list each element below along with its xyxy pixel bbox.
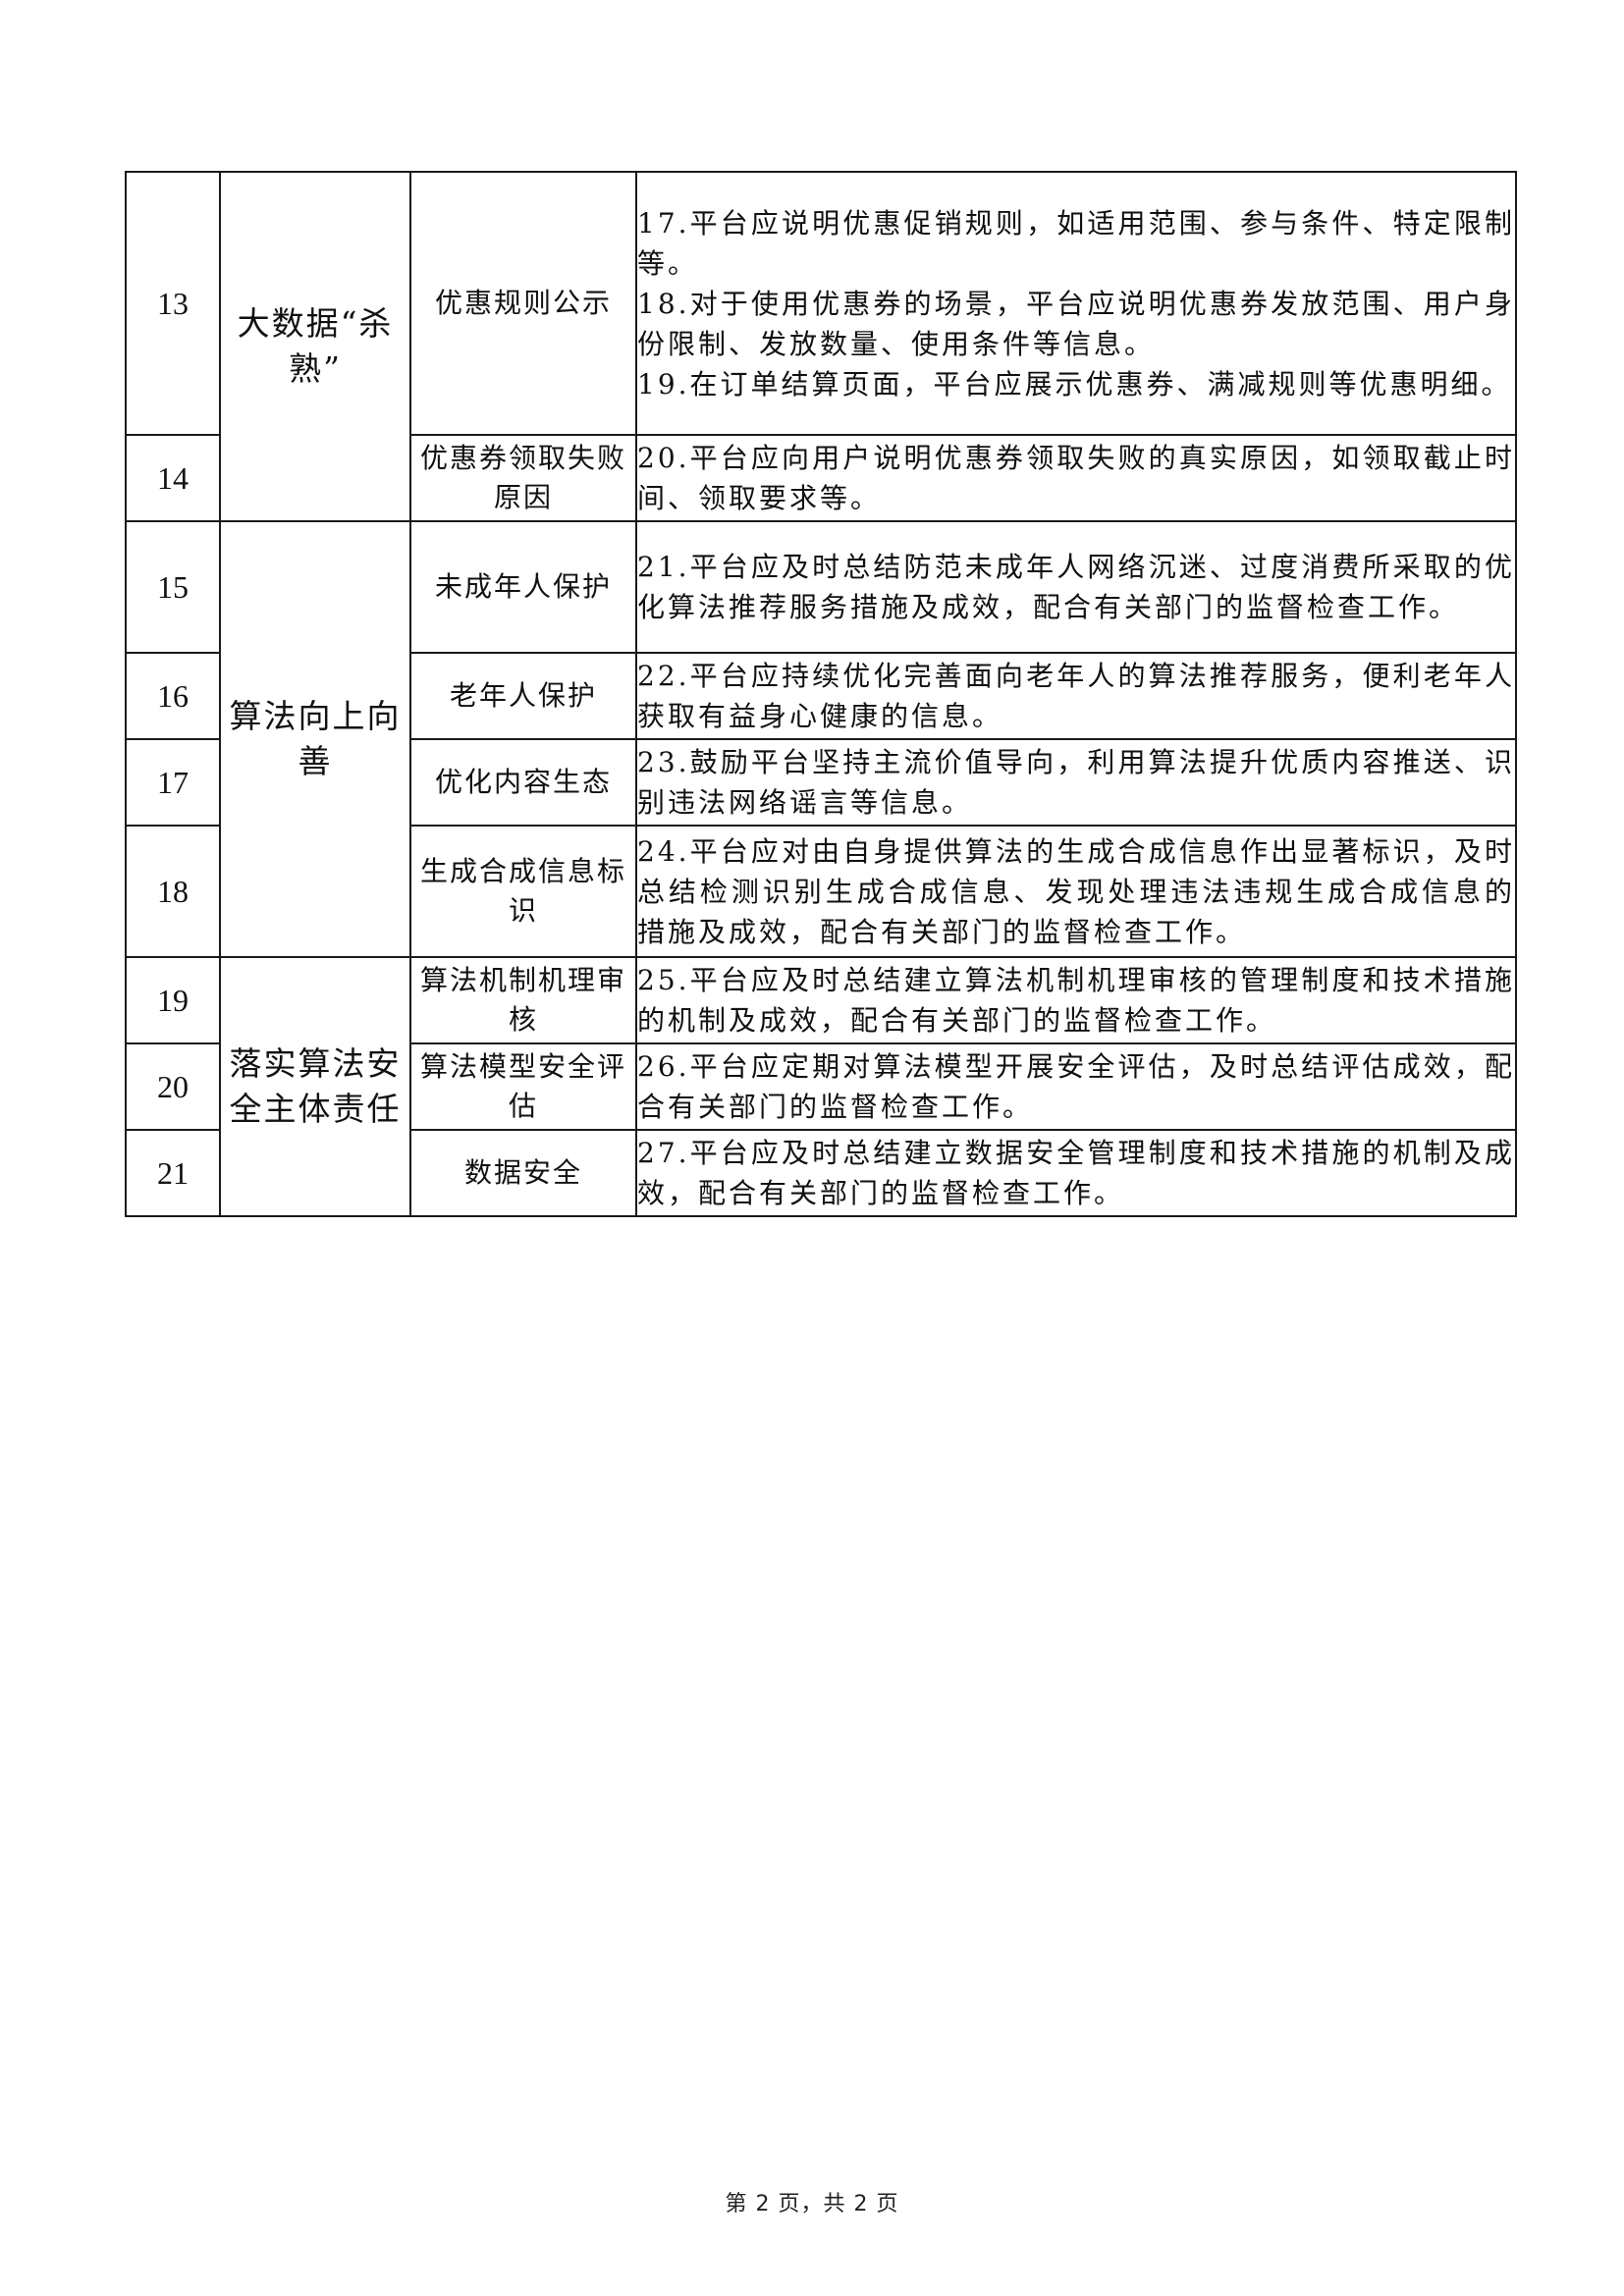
row-number: 15: [125, 520, 221, 654]
page-footer: 第 2 页，共 2 页: [725, 2192, 899, 2216]
requirement-cell: 20.平台应向用户说明优惠券领取失败的真实原因，如领取截止时间、领取要求等。: [635, 434, 1517, 522]
requirement-cell: 26.平台应定期对算法模型开展安全评估，及时总结评估成效，配合有关部门的监督检查…: [635, 1042, 1517, 1131]
requirement-text: 22.平台应持续优化完善面向老年人的算法推荐服务，便利老年人获取有益身心健康的信…: [637, 660, 1515, 732]
requirement-cell: 24.平台应对由自身提供算法的生成合成信息作出显著标识，及时总结检测识别生成合成…: [635, 825, 1517, 958]
item-cell: 优化内容生态: [409, 738, 637, 827]
item-cell: 未成年人保护: [409, 520, 637, 654]
requirement-text: 27.平台应及时总结建立数据安全管理制度和技术措施的机制及成效，配合有关部门的监…: [637, 1137, 1515, 1209]
row-number: 21: [125, 1129, 221, 1217]
item-cell: 算法机制机理审核: [409, 956, 637, 1044]
row-number: 14: [125, 434, 221, 522]
requirement-text: 17.平台应说明优惠促销规则，如适用范围、参与条件、特定限制等。: [637, 206, 1515, 280]
requirement-cell: 27.平台应及时总结建立数据安全管理制度和技术措施的机制及成效，配合有关部门的监…: [635, 1129, 1517, 1217]
row-number: 20: [125, 1042, 221, 1131]
requirements-table: 13 大数据“杀熟” 优惠规则公示 17.平台应说明优惠促销规则，如适用范围、参…: [125, 171, 1517, 1217]
row-number: 16: [125, 652, 221, 740]
requirement-text: 23.鼓励平台坚持主流价值导向，利用算法提升优质内容推送、识别违法网络谣言等信息…: [637, 746, 1515, 819]
table-row: 18 生成合成信息标识 24.平台应对由自身提供算法的生成合成信息作出显著标识，…: [125, 825, 1517, 958]
table-row: 15 算法向上向善 未成年人保护 21.平台应及时总结防范未成年人网络沉迷、过度…: [125, 520, 1517, 958]
requirement-cell: 23.鼓励平台坚持主流价值导向，利用算法提升优质内容推送、识别违法网络谣言等信息…: [635, 738, 1517, 827]
category-cell: 落实算法安全主体责任: [219, 956, 411, 1217]
requirement-text: 20.平台应向用户说明优惠券领取失败的真实原因，如领取截止时间、领取要求等。: [637, 442, 1515, 514]
requirement-text: 19.在订单结算页面，平台应展示优惠券、满减规则等优惠明细。: [637, 367, 1512, 400]
requirement-text: 25.平台应及时总结建立算法机制机理审核的管理制度和技术措施的机制及成效，配合有…: [637, 964, 1515, 1037]
table-row: 17 优化内容生态 23.鼓励平台坚持主流价值导向，利用算法提升优质内容推送、识…: [125, 738, 1517, 827]
row-number: 19: [125, 956, 221, 1044]
item-cell: 算法模型安全评估: [409, 1042, 637, 1131]
requirement-text: 26.平台应定期对算法模型开展安全评估，及时总结评估成效，配合有关部门的监督检查…: [637, 1050, 1515, 1123]
row-number: 13: [125, 171, 221, 436]
table-row: 14 优惠券领取失败原因 20.平台应向用户说明优惠券领取失败的真实原因，如领取…: [125, 434, 1517, 522]
category-cell: 算法向上向善: [219, 520, 411, 958]
table-row: 20 算法模型安全评估 26.平台应定期对算法模型开展安全评估，及时总结评估成效…: [125, 1042, 1517, 1131]
row-number: 18: [125, 825, 221, 958]
requirement-cell: 21.平台应及时总结防范未成年人网络沉迷、过度消费所采取的优化算法推荐服务措施及…: [635, 520, 1517, 654]
item-cell: 老年人保护: [409, 652, 637, 740]
table-row: 19 落实算法安全主体责任 算法机制机理审核 25.平台应及时总结建立算法机制机…: [125, 956, 1517, 1217]
category-cell: 大数据“杀熟”: [219, 171, 411, 522]
requirement-text: 18.对于使用优惠券的场景，平台应说明优惠券发放范围、用户身份限制、发放数量、使…: [637, 287, 1515, 360]
table-row: 16 老年人保护 22.平台应持续优化完善面向老年人的算法推荐服务，便利老年人获…: [125, 652, 1517, 740]
table-row: 21 数据安全 27.平台应及时总结建立数据安全管理制度和技术措施的机制及成效，…: [125, 1129, 1517, 1217]
item-cell: 数据安全: [409, 1129, 637, 1217]
requirement-cell: 25.平台应及时总结建立算法机制机理审核的管理制度和技术措施的机制及成效，配合有…: [635, 956, 1517, 1044]
requirements-table-container: 13 大数据“杀熟” 优惠规则公示 17.平台应说明优惠促销规则，如适用范围、参…: [125, 171, 1517, 1217]
table-row: 13 大数据“杀熟” 优惠规则公示 17.平台应说明优惠促销规则，如适用范围、参…: [125, 171, 1517, 522]
requirement-cell: 22.平台应持续优化完善面向老年人的算法推荐服务，便利老年人获取有益身心健康的信…: [635, 652, 1517, 740]
requirement-text: 21.平台应及时总结防范未成年人网络沉迷、过度消费所采取的优化算法推荐服务措施及…: [637, 551, 1515, 623]
requirement-cell: 17.平台应说明优惠促销规则，如适用范围、参与条件、特定限制等。 18.对于使用…: [635, 171, 1517, 436]
requirement-text: 24.平台应对由自身提供算法的生成合成信息作出显著标识，及时总结检测识别生成合成…: [637, 834, 1515, 948]
item-cell: 生成合成信息标识: [409, 825, 637, 958]
item-cell: 优惠券领取失败原因: [409, 434, 637, 522]
row-number: 17: [125, 738, 221, 827]
item-cell: 优惠规则公示: [409, 171, 637, 436]
